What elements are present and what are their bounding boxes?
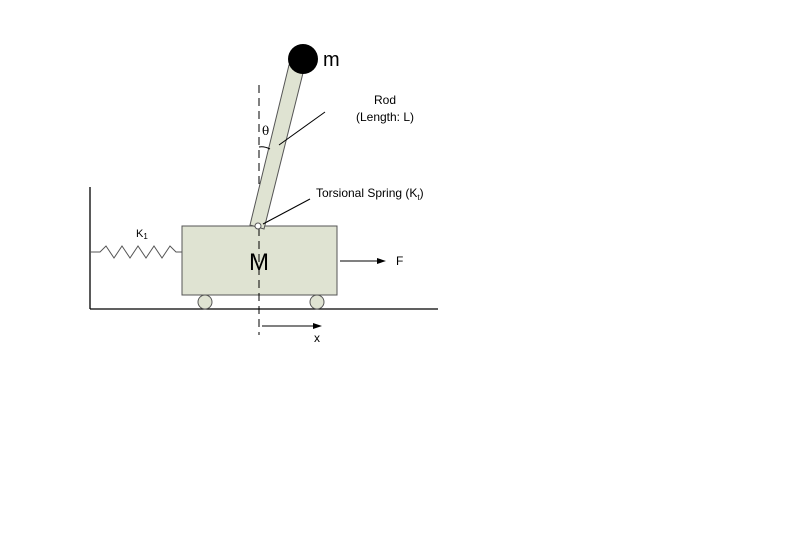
label-spring-k1: K1 <box>136 228 148 241</box>
torsional-spring-leader-line <box>262 198 311 225</box>
pivot <box>254 222 262 230</box>
spring-k1 <box>90 245 182 259</box>
ball-mass <box>288 44 318 74</box>
displacement-arrow-head <box>313 323 322 329</box>
left-wheel <box>197 294 213 310</box>
label-small-mass: m <box>323 49 340 71</box>
rod-leader-line <box>278 111 326 146</box>
label-rod-title: Rod <box>374 93 396 107</box>
angle-arc <box>258 146 271 150</box>
label-torsional-spring: Torsional Spring (Kt) <box>316 186 424 202</box>
label-displacement: x <box>314 331 320 345</box>
label-torsional-spring-close: ) <box>420 186 424 200</box>
label-torsional-spring-main: Torsional Spring (K <box>316 186 417 200</box>
right-wheel <box>309 294 325 310</box>
label-spring-k1-sub: 1 <box>143 232 148 241</box>
force-arrow-head <box>377 258 386 264</box>
label-angle: θ <box>262 124 269 138</box>
label-torsional-spring-sub: t <box>417 193 420 202</box>
rod <box>249 64 305 230</box>
label-force: F <box>396 254 403 268</box>
label-spring-k1-main: K <box>136 228 144 240</box>
label-rod-length: (Length: L) <box>356 110 414 124</box>
label-cart-mass: M <box>249 249 269 276</box>
